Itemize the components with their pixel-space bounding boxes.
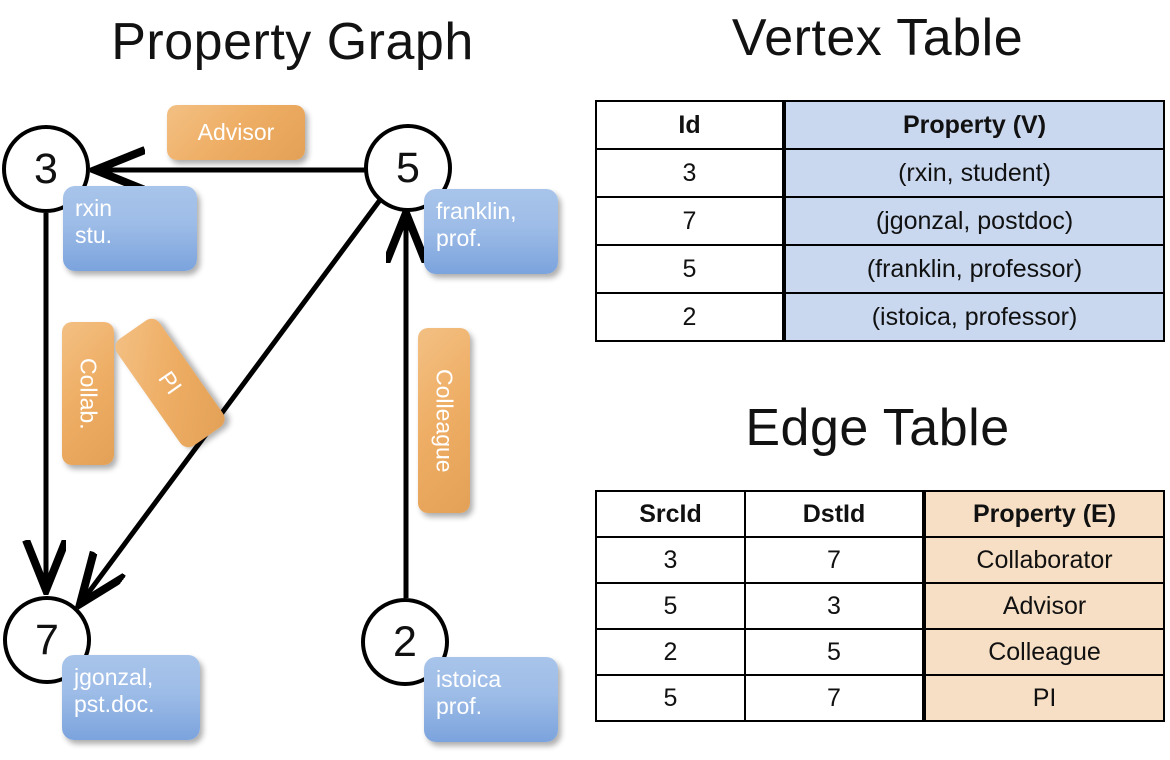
edge-cell-dst: 5: [744, 628, 925, 676]
node-property-box-3: rxin stu.: [63, 186, 197, 271]
node-property-line: prof.: [436, 693, 483, 720]
node-property-line: rxin: [75, 195, 113, 221]
edge-cell-property: PI: [922, 674, 1165, 722]
table-row: 3 (rxin, student): [595, 148, 1165, 198]
vertex-table: Id Property (V) 3 (rxin, student) 7 (jgo…: [595, 100, 1165, 342]
edge-table-header-property: Property (E): [922, 490, 1165, 538]
edge-label-colleague: Colleague: [418, 328, 470, 513]
edge-line-pi: [83, 198, 383, 600]
table-row: 2 5 Colleague: [595, 628, 1165, 676]
edge-cell-dst: 7: [744, 674, 925, 722]
table-row: 5 7 PI: [595, 674, 1165, 722]
edge-cell-src: 3: [595, 536, 746, 584]
vertex-cell-property: (franklin, professor): [782, 244, 1165, 294]
node-property-line: stu.: [75, 222, 113, 249]
table-row: 7 (jgonzal, postdoc): [595, 196, 1165, 246]
edge-label-advisor: Advisor: [167, 105, 305, 160]
table-header-row: SrcId DstId Property (E): [595, 490, 1165, 538]
node-property-box-5: franklin, prof.: [424, 189, 558, 274]
edge-table: SrcId DstId Property (E) 3 7 Collaborato…: [595, 490, 1165, 722]
node-property-box-7: jgonzal, pst.doc.: [62, 655, 200, 740]
table-row: 3 7 Collaborator: [595, 536, 1165, 584]
page-title-edge-table: Edge Table: [745, 399, 1010, 457]
edge-cell-property: Colleague: [922, 628, 1165, 676]
vertex-cell-id: 5: [595, 244, 785, 294]
graph-node-2[interactable]: 2: [361, 598, 449, 686]
table-row: 5 (franklin, professor): [595, 244, 1165, 294]
vertex-cell-id: 2: [595, 292, 785, 342]
edge-cell-dst: 7: [744, 536, 925, 584]
graph-node-5[interactable]: 5: [364, 124, 452, 212]
node-property-box-2: istoica prof.: [424, 657, 558, 742]
vertex-cell-id: 3: [595, 148, 785, 198]
node-property-line: prof.: [436, 225, 483, 252]
node-property-line: franklin,: [436, 198, 517, 224]
page-title-property-graph: Property Graph: [111, 13, 474, 71]
edge-cell-src: 5: [595, 674, 746, 722]
vertex-table-header-id: Id: [595, 100, 785, 150]
graph-edges-svg: [0, 0, 585, 760]
vertex-cell-property: (istoica, professor): [782, 292, 1165, 342]
vertex-table-header-property: Property (V): [782, 100, 1165, 150]
node-property-line: jgonzal,: [74, 664, 154, 690]
table-row: 5 3 Advisor: [595, 582, 1165, 630]
table-row: 2 (istoica, professor): [595, 292, 1165, 342]
vertex-cell-property: (rxin, student): [782, 148, 1165, 198]
edge-cell-src: 2: [595, 628, 746, 676]
property-graph-panel: Property Graph 3 5 7 2 rxin stu. frankli…: [0, 0, 585, 760]
node-property-line: pst.doc.: [74, 691, 155, 718]
edge-table-header-srcid: SrcId: [595, 490, 746, 538]
vertex-cell-id: 7: [595, 196, 785, 246]
edge-label-collab: Collab.: [62, 322, 114, 465]
edge-cell-src: 5: [595, 582, 746, 630]
table-header-row: Id Property (V): [595, 100, 1165, 150]
page-title-vertex-table: Vertex Table: [731, 9, 1024, 67]
edge-cell-property: Advisor: [922, 582, 1165, 630]
edge-cell-property: Collaborator: [922, 536, 1165, 584]
edge-table-header-dstid: DstId: [744, 490, 925, 538]
edge-cell-dst: 3: [744, 582, 925, 630]
node-property-line: istoica: [436, 666, 502, 692]
vertex-cell-property: (jgonzal, postdoc): [782, 196, 1165, 246]
